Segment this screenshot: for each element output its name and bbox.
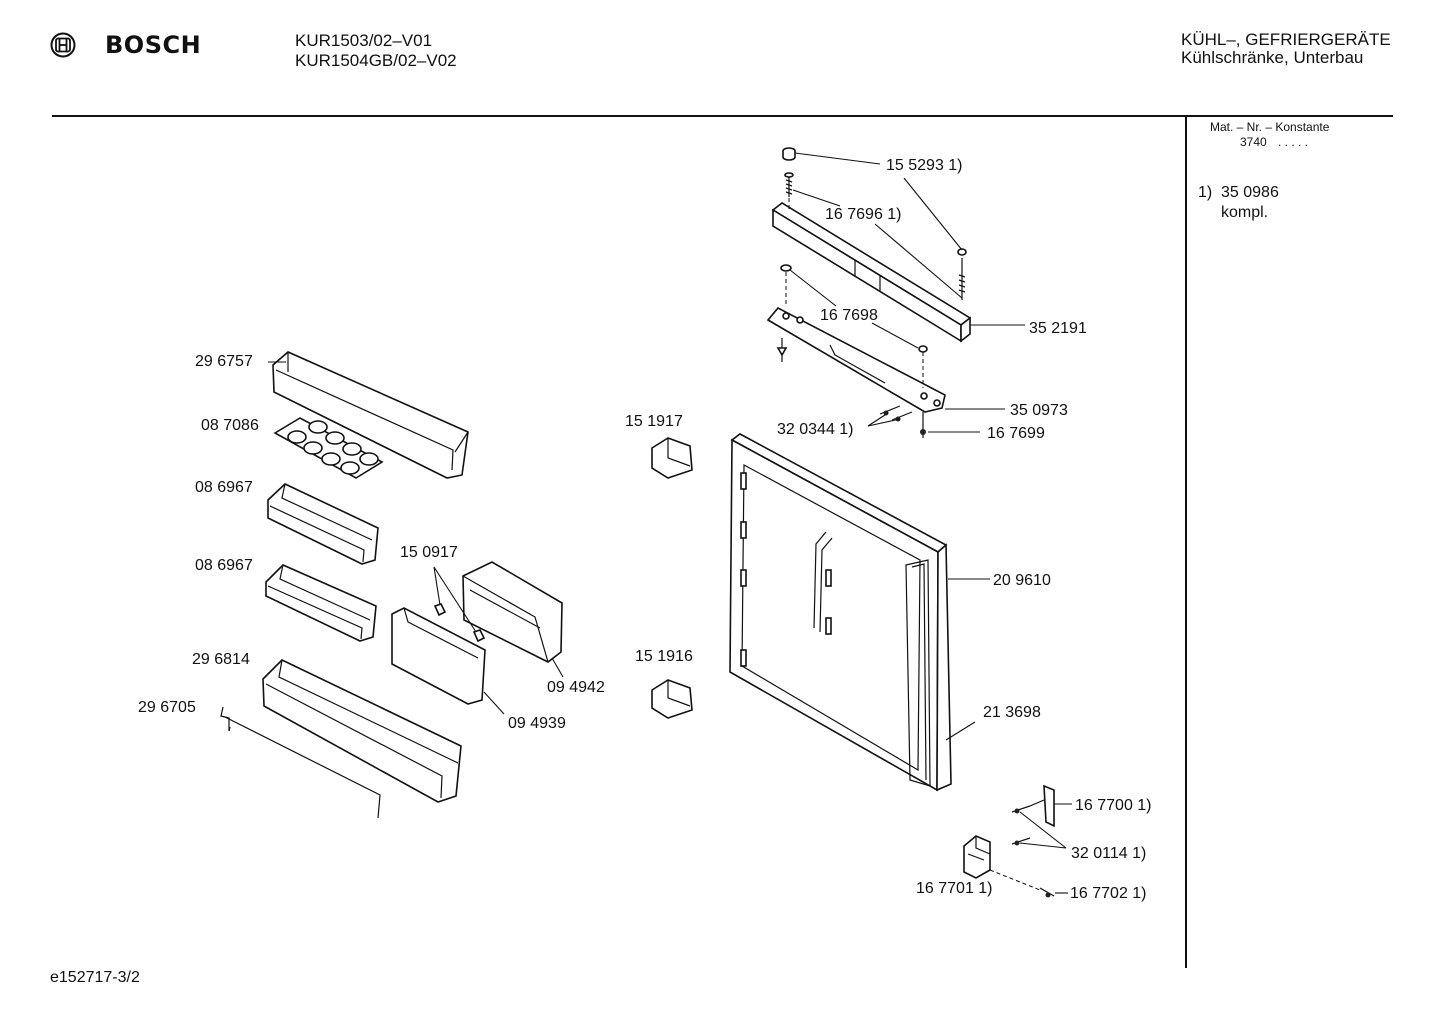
part-label: 16 7696 1) — [825, 206, 902, 223]
mat-number-value: 3740 — [1240, 135, 1267, 149]
part-label: 35 2191 — [1029, 320, 1087, 337]
part-label: 08 6967 — [195, 479, 253, 496]
door-tray-small-upper-part — [267, 483, 379, 565]
part-label: 09 4939 — [508, 715, 566, 732]
part-label: 29 6814 — [192, 651, 250, 668]
part-label: 20 9610 — [993, 572, 1051, 589]
part-label: 16 7702 1) — [1070, 885, 1147, 902]
part-label: 15 0917 — [400, 544, 458, 561]
bottle-retainer-bar-part — [220, 706, 381, 819]
part-label: 35 0973 — [1010, 402, 1068, 419]
hinge-bar-part — [771, 202, 972, 343]
note-part-number: 35 0986 — [1221, 184, 1279, 201]
door-shelf-large-part — [272, 351, 469, 479]
part-label: 21 3698 — [983, 704, 1041, 721]
butter-box-part — [462, 561, 563, 663]
note-text: kompl. — [1221, 204, 1269, 221]
category-title: KÜHL–, GEFRIERGERÄTE — [1181, 30, 1391, 49]
document-id: e152717-3/2 — [50, 969, 140, 986]
hinge-bracket-part — [766, 306, 946, 413]
part-label: 29 6757 — [195, 353, 253, 370]
right-nut-parts — [918, 248, 967, 388]
hinge-screw-part — [784, 172, 794, 197]
latch-upper-part — [651, 437, 693, 479]
hinge-pin-part — [776, 338, 788, 362]
mat-number-dots: . . . . . — [1278, 135, 1309, 149]
lower-hinge-bracket-part — [1029, 784, 1055, 828]
side-panel-divider — [1185, 116, 1187, 968]
part-label: 32 0114 1) — [1071, 845, 1147, 862]
clip-parts — [433, 603, 486, 643]
hinge-washer-part — [780, 264, 792, 272]
lower-hinge-plate-part — [963, 835, 991, 879]
model-number-1: KUR1503/02–V01 — [295, 31, 433, 50]
door-gasket-part — [905, 559, 931, 787]
header-divider — [52, 115, 1393, 117]
lower-hinge-pin-part — [989, 869, 1055, 898]
hinge-cap-part — [782, 147, 796, 161]
bosch-logo-icon — [50, 32, 76, 63]
door-tray-small-lower-part — [265, 564, 377, 642]
part-label: 32 0344 1) — [777, 421, 854, 438]
part-label: 15 5293 1) — [886, 157, 963, 174]
brand-name: BOSCH — [105, 31, 202, 59]
note-number: 1) — [1198, 184, 1213, 201]
part-label: 16 7699 — [987, 425, 1045, 442]
mat-number-header: Mat. – Nr. – Konstante — [1210, 120, 1330, 134]
model-number-2: KUR1504GB/02–V02 — [295, 51, 457, 70]
lower-hinge-screws-part — [1011, 805, 1031, 846]
egg-tray-part — [273, 417, 384, 479]
part-label: 08 7086 — [201, 417, 259, 434]
part-label: 08 6967 — [195, 557, 253, 574]
bottle-shelf-part — [262, 659, 462, 803]
door-panel-part — [729, 433, 952, 792]
butter-flap-part — [391, 607, 486, 705]
part-label: 15 1917 — [625, 413, 683, 430]
part-label: 29 6705 — [138, 699, 196, 716]
part-label: 16 7700 1) — [1075, 797, 1152, 814]
part-label: 09 4942 — [547, 679, 605, 696]
part-label: 15 1916 — [635, 648, 693, 665]
category-subtitle: Kühlschränke, Unterbau — [1181, 48, 1364, 67]
part-label: 16 7701 1) — [916, 880, 993, 897]
part-label: 16 7698 — [820, 307, 878, 324]
latch-lower-part — [651, 679, 693, 719]
